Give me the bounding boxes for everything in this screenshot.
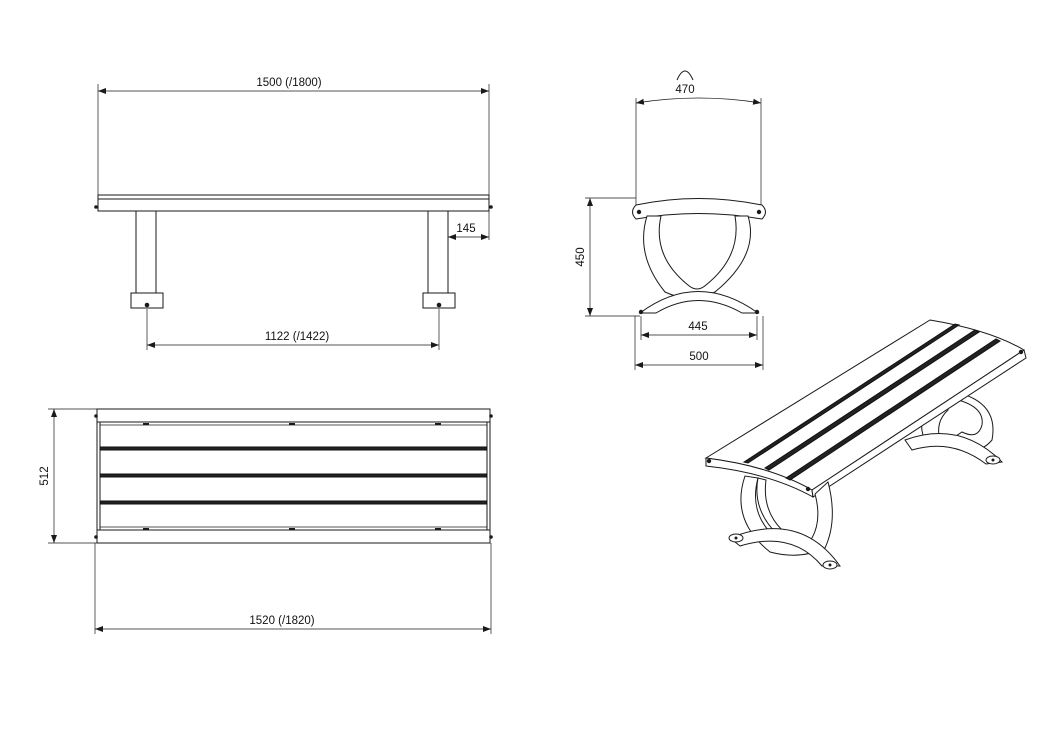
side-foot — [638, 291, 760, 314]
side-frame — [643, 215, 752, 299]
front-right-leg — [427, 210, 449, 294]
seat-depth-dimension-line — [635, 97, 762, 105]
isometric-view — [704, 319, 1027, 570]
top-fixing-marks — [143, 423, 441, 530]
seat-depth-label: 470 — [675, 84, 694, 96]
iso-front-foot — [729, 528, 841, 567]
top-width-label: 512 — [39, 466, 51, 485]
top-length-label: 1520 (/1820) — [249, 615, 314, 627]
curvature-symbol — [676, 70, 694, 81]
side-view: 470 450 445 500 — [575, 70, 766, 370]
top-view: 512 1520 (/1820) — [39, 408, 493, 634]
leg-spacing-label: 1122 (/1422) — [265, 331, 330, 343]
slat-gap-2 — [99, 473, 488, 478]
front-right-foot — [422, 292, 456, 309]
front-seat — [97, 194, 490, 212]
slat-gap-1 — [99, 446, 488, 451]
overhang-label: 145 — [456, 223, 475, 235]
front-length-label: 1500 (/1800) — [256, 77, 321, 89]
seat-height-label: 450 — [575, 247, 587, 266]
slat-gap-3 — [99, 500, 488, 505]
foot-inner-label: 445 — [688, 321, 707, 333]
iso-slat-gap-1 — [742, 323, 961, 464]
side-seat-profile — [632, 198, 766, 220]
front-view: 1500 (/1800) 145 1122 (/1422) — [94, 77, 493, 350]
front-left-foot — [130, 292, 164, 309]
front-left-leg — [135, 210, 157, 294]
iso-slat-gap-2 — [763, 329, 981, 471]
iso-slat-gap-3 — [785, 338, 1001, 481]
foot-outer-label: 500 — [689, 351, 708, 363]
